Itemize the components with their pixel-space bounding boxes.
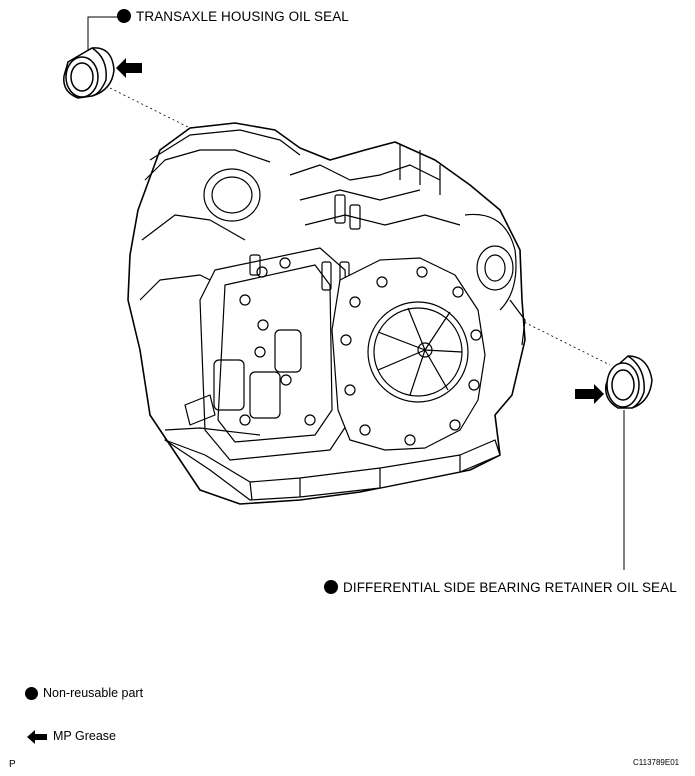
arrow-left-icon — [27, 729, 47, 744]
transaxle-housing-oil-seal — [63, 47, 115, 99]
bottom-grease-arrow — [575, 384, 604, 404]
differential-side-bearing-retainer-oil-seal — [605, 355, 653, 409]
footer-left-mark: P — [9, 759, 16, 770]
top-callout-leader — [87, 16, 117, 52]
top-grease-arrow — [116, 58, 142, 78]
non-reusable-marker-icon — [117, 9, 131, 23]
non-reusable-marker-icon — [324, 580, 338, 594]
bottom-alignment-dashed-line — [519, 319, 611, 366]
figure-code: C113789E01 — [633, 758, 680, 767]
bottom-callout-label: DIFFERENTIAL SIDE BEARING RETAINER OIL S… — [324, 580, 677, 595]
top-alignment-dashed-line — [109, 87, 191, 129]
transaxle-assembly — [127, 122, 526, 505]
non-reusable-marker-icon — [25, 687, 38, 701]
legend-mp-grease: MP Grease — [27, 729, 116, 744]
top-callout-label: TRANSAXLE HOUSING OIL SEAL — [117, 9, 349, 24]
legend-non-reusable: Non-reusable part — [25, 686, 143, 701]
